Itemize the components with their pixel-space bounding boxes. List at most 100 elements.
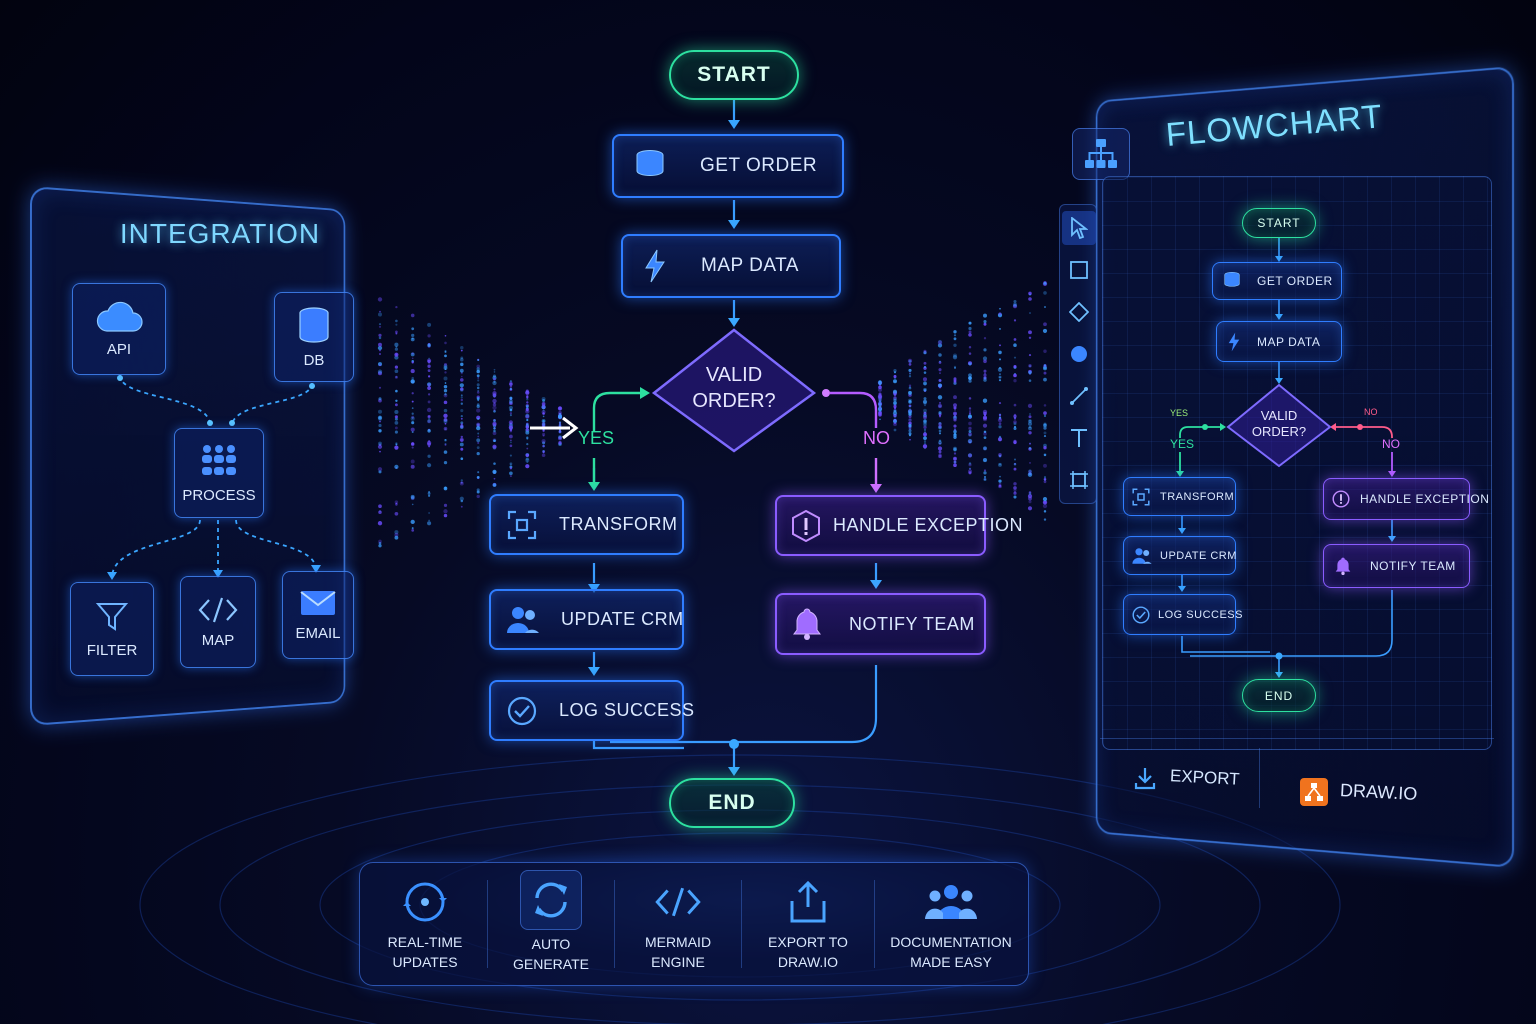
- api-node[interactable]: API: [72, 283, 166, 375]
- update-crm-node[interactable]: UPDATE CRM: [489, 589, 684, 650]
- cursor-tool[interactable]: [1062, 211, 1096, 245]
- text-icon: [1071, 429, 1087, 447]
- feature-export-drawio[interactable]: EXPORT TO DRAW.IO: [745, 876, 871, 972]
- mini-update-crm-node[interactable]: UPDATE CRM: [1123, 536, 1236, 575]
- api-label: API: [106, 340, 132, 358]
- particle-dot: [893, 402, 897, 405]
- circle-tool[interactable]: [1062, 337, 1096, 371]
- mini-get-order-node[interactable]: GET ORDER: [1212, 262, 1342, 300]
- notify-team-node[interactable]: NOTIFY TEAM: [775, 593, 986, 655]
- start-node[interactable]: START: [669, 50, 799, 100]
- mini-start-node[interactable]: START: [1242, 208, 1316, 238]
- particle-dot: [477, 399, 480, 402]
- particle-dot: [428, 445, 431, 448]
- particle-dot: [983, 375, 987, 380]
- cursor-icon: [1071, 217, 1088, 239]
- particle-dot: [378, 429, 382, 433]
- feature-mermaid-engine[interactable]: MERMAID ENGINE: [618, 876, 738, 972]
- frame-tool[interactable]: [1062, 463, 1096, 497]
- rectangle-tool[interactable]: [1062, 253, 1096, 287]
- db-node[interactable]: DB: [274, 292, 354, 382]
- particle-dot: [377, 444, 383, 449]
- map-node[interactable]: MAP: [180, 576, 256, 668]
- feature-documentation[interactable]: DOCUMENTATION MADE EASY: [878, 876, 1024, 972]
- mini-handle-exception-node[interactable]: HANDLE EXCEPTION: [1323, 478, 1489, 520]
- line-tool[interactable]: [1062, 379, 1096, 413]
- particle-dot: [952, 355, 958, 360]
- export-button[interactable]: EXPORT: [1110, 748, 1260, 808]
- particle-dot: [526, 410, 529, 413]
- particle-dot: [1028, 354, 1032, 357]
- particle-dot: [542, 409, 545, 412]
- particle-dot: [967, 453, 973, 458]
- email-node[interactable]: EMAIL: [282, 571, 354, 659]
- filter-node[interactable]: FILTER: [70, 582, 154, 676]
- particle-dot: [410, 427, 415, 432]
- particle-dot: [395, 399, 398, 402]
- mini-transform-node[interactable]: TRANSFORM: [1123, 477, 1236, 516]
- particle-dot: [998, 479, 1002, 483]
- particle-dot: [999, 475, 1001, 478]
- particle-dot: [968, 397, 972, 400]
- diamond-tool[interactable]: [1062, 295, 1096, 329]
- feature-real-time-updates[interactable]: REAL-TIME UPDATES: [365, 876, 485, 972]
- particle-dot: [953, 379, 957, 383]
- get-order-node[interactable]: GET ORDER: [612, 134, 844, 198]
- end-node[interactable]: END: [669, 778, 795, 828]
- particle-dot: [395, 319, 398, 323]
- particle-dot: [411, 442, 415, 446]
- feature-line-2: UPDATES: [392, 954, 458, 970]
- particle-dot: [1013, 491, 1017, 495]
- particle-dot: [998, 452, 1002, 457]
- particle-dot: [378, 397, 382, 401]
- particle-dot: [953, 395, 957, 400]
- particle-dot: [998, 422, 1002, 426]
- particle-dot: [893, 368, 897, 373]
- mini-notify-team-node[interactable]: NOTIFY TEAM: [1323, 544, 1470, 588]
- particle-dot: [541, 419, 546, 423]
- particle-dot: [410, 459, 415, 464]
- particle-dot: [542, 432, 546, 436]
- particle-dot: [909, 372, 911, 375]
- particle-dot: [444, 393, 447, 396]
- mini-valid-order-decision[interactable]: VALID ORDER?: [1244, 408, 1314, 444]
- particle-dot: [542, 434, 545, 437]
- transform-node[interactable]: TRANSFORM: [489, 494, 684, 555]
- particle-dot: [476, 451, 480, 456]
- particle-dot: [938, 411, 942, 415]
- particle-dot: [411, 407, 414, 409]
- particle-dot: [476, 364, 481, 369]
- particle-dot: [477, 379, 480, 382]
- particle-dot: [968, 426, 972, 431]
- particle-dot: [923, 436, 927, 440]
- particle-dot: [998, 454, 1002, 458]
- valid-order-decision[interactable]: VALID ORDER?: [664, 362, 804, 422]
- particle-dot: [509, 475, 512, 478]
- handle-exception-node[interactable]: HANDLE EXCEPTION: [775, 495, 1023, 556]
- particle-dot: [444, 442, 447, 445]
- process-node[interactable]: PROCESS: [174, 428, 264, 518]
- particle-dot: [444, 334, 447, 337]
- particle-dot: [477, 358, 480, 361]
- map-data-node[interactable]: MAP DATA: [621, 234, 841, 298]
- feature-auto-generate[interactable]: AUTO GENERATE: [492, 870, 610, 974]
- particle-dot: [969, 412, 971, 414]
- log-success-node[interactable]: LOG SUCCESS: [489, 680, 694, 741]
- mini-log-success-node[interactable]: LOG SUCCESS: [1123, 594, 1242, 635]
- particle-dot: [394, 530, 399, 535]
- mini-yes-small: YES: [1170, 408, 1189, 418]
- text-tool[interactable]: [1062, 421, 1096, 455]
- particle-dot: [877, 393, 883, 399]
- particle-dot: [526, 447, 529, 450]
- mini-map-data-node[interactable]: MAP DATA: [1216, 321, 1342, 362]
- particle-dot: [982, 423, 988, 428]
- particle-dot: [509, 467, 513, 470]
- particle-dot: [939, 360, 941, 363]
- particle-dot: [1013, 417, 1017, 420]
- drawio-button[interactable]: DRAW.IO: [1290, 766, 1460, 818]
- particle-dot: [983, 322, 987, 326]
- mini-end-node[interactable]: END: [1242, 679, 1316, 712]
- particle-dot: [460, 409, 464, 413]
- particle-dot: [476, 386, 480, 390]
- warning-circle-icon: [1332, 490, 1350, 508]
